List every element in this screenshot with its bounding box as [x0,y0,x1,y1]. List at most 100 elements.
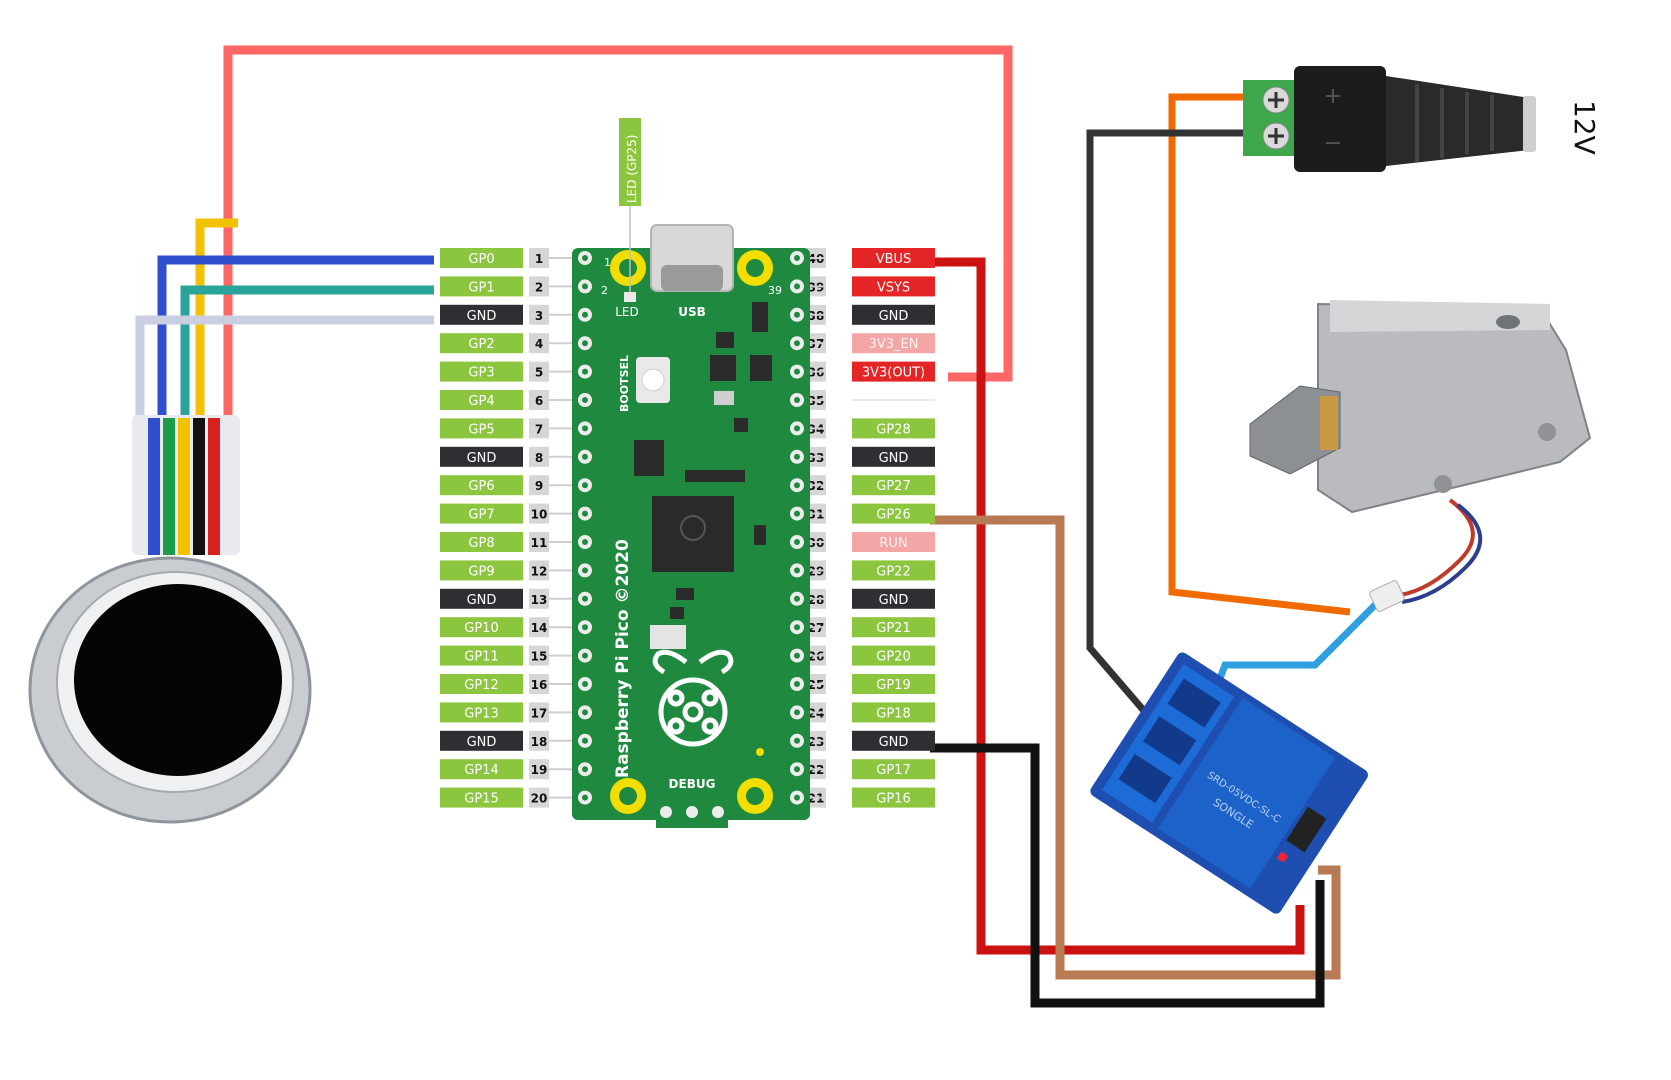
pin-label-bg [440,759,523,780]
pin-label: GND [467,735,497,750]
pin-row-37: 3V3_EN37 [806,333,935,354]
pin-number-bg [529,759,549,780]
wire-vbus-red [930,257,1305,955]
pin-label: GND [879,735,909,750]
pin-number-bg [529,588,549,609]
pin-label-bg [852,674,935,694]
pin-row-38: GND38 [806,304,935,325]
pin-row-22: GP1722 [806,759,935,780]
pin-row-36: 3V3(OUT)36 [806,361,935,382]
usb-label: USB [678,305,706,319]
relay-coil [1157,697,1336,889]
pin-label: GP11 [464,650,498,665]
pin-label-bg [852,361,935,382]
wire-gnd-black [930,743,1325,1008]
debug-label: DEBUG [669,777,716,791]
pin-row-25: GP1925 [806,674,935,694]
pin-label: GP15 [464,792,498,807]
pin-label-bg [852,617,935,638]
bootsel-label: BOOTSEL [618,355,631,412]
pin-label-bg [852,446,935,467]
pin-label: GP19 [876,678,910,693]
pin-number-bg [529,560,549,581]
jack-socket [1523,96,1536,152]
pin-label-bg [440,475,523,496]
pin-label: GP21 [876,621,910,636]
pin-number-bg [529,674,549,694]
pin-row-23: GND23 [806,730,935,751]
pin-label-bg [852,730,935,751]
pin-label: GP16 [876,792,910,807]
relay-module: SRD-05VDC-SL-C SONGLE [1090,652,1368,914]
jack-housing [1294,66,1386,172]
pin-number-bg [529,702,549,723]
pin-row-32: GP2732 [806,475,935,496]
pin-number-bg [529,446,549,467]
pin-label: GND [879,593,909,608]
pin-number-bg [529,333,549,354]
pin-row-12: GP9 12 [440,560,572,581]
pin-label-bg [852,304,935,325]
pin-label-bg [852,560,935,581]
pin-label: GP1 [468,280,494,295]
pin-row-35: 35 [806,390,935,410]
pin-number-bg [529,787,549,808]
pin-label-bg [852,333,935,354]
pin-label: GP20 [876,650,910,665]
corner-label-39: 39 [768,284,782,297]
pin-number-bg [529,361,549,382]
pin-row-18: GND 18 [440,730,572,751]
pin-row-40: VBUS40 [806,248,935,268]
wire-relay-lock-blue [1208,592,1388,702]
right-pin-column: VBUS40VSYS39GND383V3_EN373V3(OUT)3635GP2… [806,248,935,808]
pin-number: 16 [531,678,548,692]
lock-wires [1399,498,1475,597]
pin-label: GP9 [468,564,494,579]
pin-label: 3V3_EN [869,337,919,352]
pin-number: 6 [535,394,543,408]
pin-row-33: GND33 [806,446,935,467]
pin-number: 18 [531,735,548,749]
pin-label: GP22 [876,564,910,579]
pin-label-bg [440,787,523,808]
pin-label-bg [440,560,523,581]
pin-label: GP13 [464,706,498,721]
fingerprint-sensor [28,415,312,824]
pin-label-bg [440,333,523,354]
pin-number-bg [529,645,549,666]
pin-label: VBUS [876,252,912,267]
wire-yellow [195,218,238,418]
pin-label: RUN [879,536,907,551]
pin-label-bg [852,532,935,552]
pin-label: GND [879,309,909,324]
pin-row-30: RUN30 [806,532,935,552]
raspberry-logo [652,649,734,747]
pin-label-bg [440,304,523,325]
pin-label-bg [852,787,935,808]
pin-row-28: GND28 [806,588,935,609]
pin-label-bg [440,276,523,297]
board-edge-pads [578,251,804,805]
lock-connector [1369,580,1405,612]
pin-number: 12 [531,564,548,578]
pin-label-bg [440,503,523,524]
wire-gray [135,315,434,418]
pin-label: GP17 [876,763,910,778]
lock-bracket [1317,302,1592,514]
wire-gp26-brown [930,515,1341,980]
led-tag: LED (GP25) [625,135,639,204]
pin-number: 11 [531,536,548,550]
pin-label-bg [440,361,523,382]
pin-label: GP26 [876,508,910,523]
